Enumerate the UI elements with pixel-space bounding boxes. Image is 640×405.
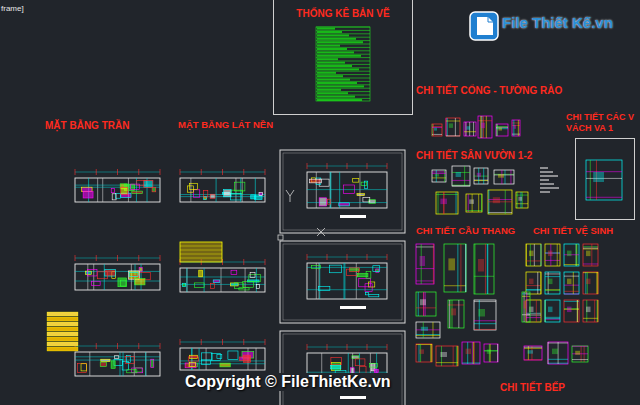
- detail-drawing: [432, 124, 442, 136]
- sheet-title-bar: [340, 306, 366, 309]
- logo-text: File Thiết Kế.vn: [502, 14, 613, 31]
- panel-heading: CHI TIẾT CÁC V VÁCH VA 1: [566, 112, 638, 134]
- detail-drawing: [512, 120, 520, 136]
- detail-drawing: [526, 244, 541, 266]
- detail-drawing: [545, 272, 560, 294]
- detail-drawing: [526, 272, 541, 294]
- detail-drawing: [494, 170, 514, 184]
- detail-frame: [575, 138, 635, 220]
- detail-drawing: [484, 344, 498, 362]
- floor-plan: [75, 255, 160, 290]
- detail-drawing: [444, 244, 466, 292]
- floor-plan: [180, 339, 265, 370]
- sheet-frame: [280, 331, 405, 405]
- section-title: CHI TIẾT CẦU THANG: [416, 226, 515, 237]
- detail-drawing: [522, 292, 530, 322]
- detail-drawing: [524, 346, 542, 360]
- detail-drawing: [545, 244, 560, 266]
- section-title: MẶT BẰNG LÁT NỀN: [178, 120, 273, 131]
- note-lines: [540, 168, 559, 192]
- detail-drawing: [448, 300, 464, 328]
- floor-plan: [180, 259, 265, 292]
- detail-drawing: [432, 170, 446, 182]
- detail-drawing: [586, 160, 622, 200]
- detail-drawing: [416, 244, 434, 284]
- command-text: frame]: [1, 4, 24, 13]
- section-title: MẶT BẰNG TRẦN: [45, 120, 129, 132]
- floor-plan: [180, 169, 265, 202]
- detail-drawing: [564, 272, 579, 294]
- detail-drawing: [416, 322, 440, 338]
- detail-drawing: [545, 300, 560, 322]
- panel-heading: THỐNG KÊ BẢN VẼ: [278, 8, 408, 20]
- floor-plan: [75, 343, 160, 376]
- floor-plan: [307, 254, 387, 299]
- sheet-title-bar: [340, 396, 366, 399]
- sheet-title-bar: [340, 215, 366, 218]
- watermark: Copyright © FileThietKe.vn: [183, 373, 393, 391]
- title-panel: THỐNG KÊ BẢN VẼ: [273, 0, 413, 115]
- sheet-frame: [283, 334, 402, 405]
- detail-drawing: [436, 192, 458, 214]
- hatch-block: [180, 242, 222, 262]
- sheet-frame: [283, 244, 402, 320]
- legend-table: [47, 312, 78, 351]
- detail-drawing: [436, 346, 458, 366]
- detail-drawing: [572, 346, 588, 362]
- detail-drawing: [462, 342, 480, 364]
- sheet-frame: [283, 153, 402, 230]
- detail-drawing: [446, 118, 460, 136]
- detail-drawing: [464, 122, 476, 136]
- detail-drawing: [478, 116, 492, 138]
- detail-drawing: [564, 244, 579, 266]
- logo-icon: [470, 12, 498, 40]
- detail-drawing: [583, 300, 598, 322]
- ucs-icon: [278, 190, 325, 240]
- section-title: CHI TIẾT VỆ SINH: [533, 226, 613, 237]
- sheet-frame: [280, 150, 405, 233]
- section-title: CHI TIẾT BẾP: [500, 382, 565, 394]
- detail-drawing: [466, 194, 482, 212]
- detail-panel: CHI TIẾT CÁC V VÁCH VA 1: [566, 112, 638, 222]
- detail-drawing: [416, 292, 436, 316]
- detail-drawing: [452, 166, 470, 186]
- detail-drawing: [526, 300, 541, 322]
- detail-drawing: [583, 272, 598, 294]
- drawing-list-table: [316, 27, 370, 101]
- detail-drawing: [496, 124, 508, 136]
- section-title: CHI TIẾT CỔNG - TƯỜNG RÀO: [416, 85, 562, 97]
- detail-drawing: [474, 244, 494, 294]
- detail-drawing: [564, 300, 579, 322]
- detail-drawing: [583, 244, 598, 266]
- detail-drawing: [474, 300, 496, 330]
- floor-plan: [307, 163, 387, 208]
- detail-drawing: [474, 168, 488, 184]
- section-title: CHI TIẾT SÂN VƯỜN 1-2: [416, 150, 532, 162]
- detail-drawing: [548, 342, 568, 364]
- detail-drawing: [488, 190, 512, 214]
- floor-plan: [75, 169, 160, 202]
- detail-drawing: [516, 192, 528, 208]
- sheet-frame: [280, 241, 405, 323]
- detail-drawing: [416, 344, 432, 362]
